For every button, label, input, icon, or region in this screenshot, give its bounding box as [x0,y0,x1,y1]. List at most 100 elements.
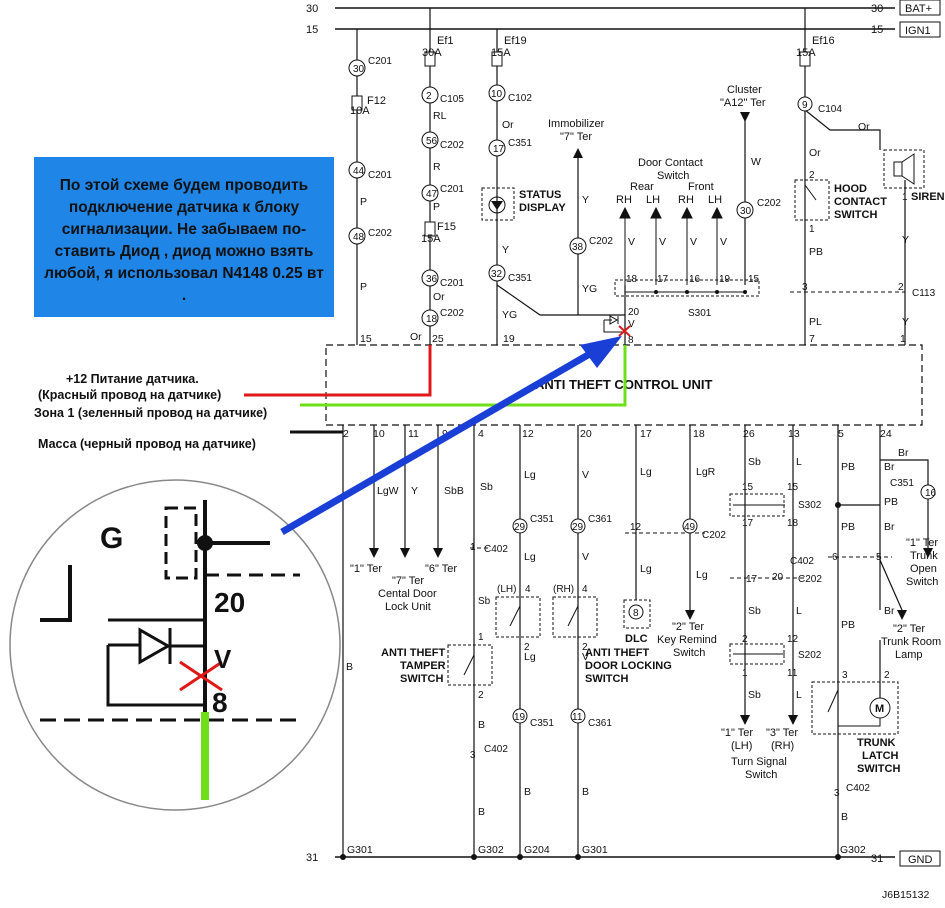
svg-text:LgR: LgR [696,466,716,478]
svg-text:C402: C402 [846,783,870,794]
zoom-circle: G 20 V 8 [9,479,341,811]
svg-text:G: G [100,522,123,555]
status-display: STATUS DISPLAY [481,187,566,221]
svg-text:V: V [690,236,697,248]
svg-text:19: 19 [503,333,515,345]
svg-text:3: 3 [834,788,840,799]
svg-text:1: 1 [900,333,906,345]
svg-text:C361: C361 [588,718,612,729]
svg-text:C402: C402 [484,544,508,555]
zone-wire [300,345,627,407]
svg-text:"3" Ter: "3" Ter [766,727,798,739]
svg-text:V: V [214,644,232,674]
svg-text:"6" Ter: "6" Ter [425,563,457,575]
fuses [351,51,811,237]
svg-text:17: 17 [746,574,758,585]
svg-text:C201: C201 [440,184,464,195]
svg-text:C201: C201 [368,170,392,181]
svg-text:SWITCH: SWITCH [857,763,900,775]
svg-text:15: 15 [360,333,372,345]
svg-text:15A: 15A [491,47,511,59]
svg-text:RH: RH [678,194,694,206]
svg-text:G302: G302 [840,844,866,856]
svg-text:Y: Y [902,316,909,328]
svg-text:R: R [433,161,441,173]
svg-text:C202: C202 [702,530,726,541]
svg-text:11: 11 [572,712,583,723]
svg-text:12: 12 [630,522,642,533]
svg-text:Lg: Lg [524,651,536,663]
svg-text:V: V [628,319,635,330]
key-remind-switch: "2" Ter Key Remind Switch [657,621,717,659]
svg-text:C351: C351 [508,138,532,149]
svg-text:B: B [346,661,353,673]
trunk-open-switch: "1" Ter Trunk Open Switch [906,537,938,588]
svg-text:F12: F12 [367,95,386,107]
svg-text:"A12" Ter: "A12" Ter [720,97,766,109]
svg-text:Rear: Rear [630,181,654,193]
svg-text:8: 8 [628,335,634,346]
svg-text:Switch: Switch [657,170,689,182]
svg-text:TRUNK: TRUNK [857,737,896,749]
svg-text:15: 15 [871,24,883,36]
svg-text:4: 4 [582,584,588,595]
svg-text:DISPLAY: DISPLAY [519,202,566,214]
svg-text:J6B15132: J6B15132 [882,889,929,901]
lower-wiring [342,425,929,857]
svg-text:Or: Or [502,119,514,131]
svg-text:Y: Y [411,485,418,497]
svg-text:Ef19: Ef19 [504,35,527,47]
trunk-room-lamp: "2" Ter Trunk Room Lamp [881,623,941,661]
svg-text:Br: Br [898,447,909,459]
hood-contact-switch: 21 HOOD CONTACT SWITCH [794,170,887,235]
svg-text:19: 19 [719,274,731,285]
svg-text:2: 2 [524,642,530,653]
svg-text:Trunk Room: Trunk Room [881,636,941,648]
svg-text:C351: C351 [508,273,532,284]
svg-text:4: 4 [525,584,531,595]
svg-text:1: 1 [809,224,815,235]
svg-text:Open: Open [910,563,937,575]
svg-text:B: B [478,719,485,731]
svg-text:16: 16 [925,488,937,499]
svg-text:RH: RH [616,194,632,206]
svg-text:10: 10 [373,428,385,440]
svg-text:V: V [659,236,666,248]
svg-text:"1" Ter: "1" Ter [721,727,753,739]
svg-text:3: 3 [802,282,808,293]
svg-text:17: 17 [742,518,754,529]
svg-text:Sb: Sb [748,456,761,468]
svg-text:Switch: Switch [906,576,938,588]
svg-text:B: B [524,786,531,798]
svg-text:38: 38 [572,242,584,253]
svg-text:(RH): (RH) [553,584,574,595]
svg-text:V: V [582,551,589,563]
svg-text:15A: 15A [796,47,816,59]
svg-text:15A: 15A [421,233,441,245]
svg-text:Key Remind: Key Remind [657,634,717,646]
svg-text:15: 15 [742,482,754,493]
svg-text:"2" Ter: "2" Ter [893,623,925,635]
svg-text:Turn Signal: Turn Signal [731,756,787,768]
svg-text:3: 3 [842,670,848,681]
svg-text:L: L [796,605,802,617]
power-annotation-line2: (Красный провод на датчике) [38,388,222,402]
svg-text:(LH): (LH) [731,740,752,752]
svg-text:"1" Ter: "1" Ter [350,563,382,575]
svg-text:20: 20 [214,587,245,618]
svg-text:SWITCH: SWITCH [400,673,443,685]
svg-text:Ef16: Ef16 [812,35,835,47]
svg-text:26: 26 [743,428,755,440]
svg-text:V: V [720,236,727,248]
svg-text:2: 2 [884,670,890,681]
svg-text:30: 30 [740,206,752,217]
svg-text:C202: C202 [757,198,781,209]
svg-text:C351: C351 [890,478,914,489]
